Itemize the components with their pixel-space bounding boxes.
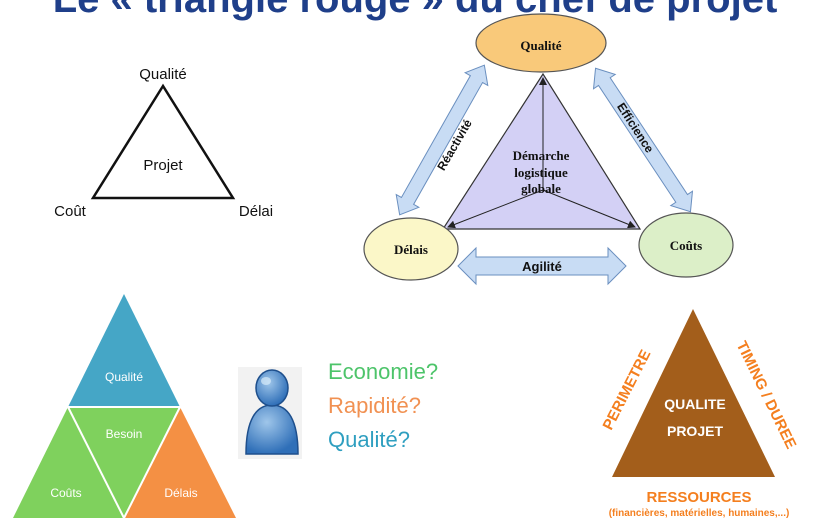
tri-center-green bbox=[68, 407, 180, 518]
colored-center-label: Besoin bbox=[106, 427, 143, 441]
efficiency-label: Efficience bbox=[614, 100, 657, 155]
question-quality: Qualité? bbox=[328, 427, 410, 452]
efficiency-arrow bbox=[592, 67, 694, 213]
question-speed: Rapidité? bbox=[328, 393, 421, 418]
quality-label: Qualité bbox=[520, 38, 561, 53]
colored-left-label: Coûts bbox=[50, 486, 81, 500]
simple-triangle: Qualité Projet Coût Délai bbox=[54, 66, 273, 220]
brown-triangle: QUALITE PROJET PERIMETRE TIMING / DUREE … bbox=[600, 309, 799, 519]
simple-top-label: Qualité bbox=[139, 66, 187, 83]
agility-arrow bbox=[457, 246, 627, 286]
simple-left-label: Coût bbox=[54, 203, 87, 220]
person-icon bbox=[238, 367, 302, 459]
question-economy: Economie? bbox=[328, 359, 438, 384]
tri-top-blue bbox=[68, 294, 180, 407]
simple-center-label: Projet bbox=[143, 157, 183, 174]
tri-left-green bbox=[13, 407, 124, 518]
page-title: Le « triangle rouge » du chef de projet bbox=[0, 0, 830, 19]
brown-bottom-label: RESSOURCES bbox=[646, 489, 751, 506]
colored-triangle: Qualité Besoin Coûts Délais bbox=[13, 294, 236, 519]
center-line-1: Démarche bbox=[513, 148, 570, 163]
inner-triangle bbox=[441, 72, 642, 230]
brown-center-line-1: QUALITE bbox=[664, 396, 725, 412]
costs-label: Coûts bbox=[670, 238, 703, 253]
delays-ellipse bbox=[363, 217, 459, 281]
quality-ellipse bbox=[475, 13, 607, 73]
center-line-2: logistique bbox=[514, 165, 568, 180]
tri-right-orange bbox=[124, 407, 236, 518]
simple-right-label: Délai bbox=[239, 203, 273, 220]
costs-ellipse bbox=[638, 212, 734, 278]
agility-label: Agilité bbox=[522, 259, 562, 274]
center-line-3: globale bbox=[521, 181, 561, 196]
brown-center-line-2: PROJET bbox=[667, 423, 723, 439]
brown-bottom-sub: (financières, matérielles, humaines,...) bbox=[609, 508, 790, 519]
delays-label: Délais bbox=[394, 242, 428, 257]
reactivity-arrow bbox=[395, 64, 489, 216]
colored-right-label: Délais bbox=[164, 486, 197, 500]
logistics-diagram: Qualité Délais Coûts Démarche logistique… bbox=[363, 13, 734, 286]
colored-top-label: Qualité bbox=[105, 370, 143, 384]
